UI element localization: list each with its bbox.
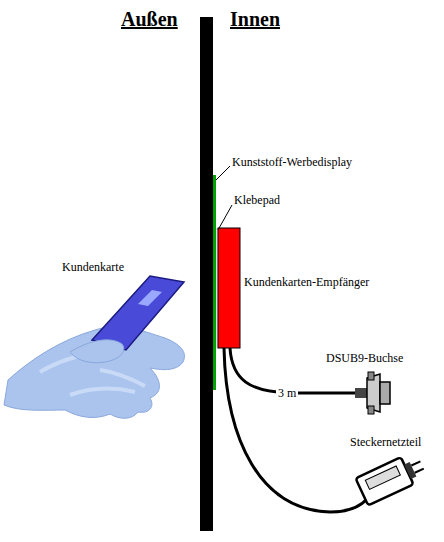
card-receiver — [218, 228, 240, 348]
dsub9-connector — [355, 372, 390, 414]
side-heading: Innen — [230, 8, 280, 30]
part-label: Kundenkarte — [62, 261, 124, 274]
power-cable — [224, 348, 368, 512]
part-label: Kundenkarten-Empfänger — [244, 276, 369, 289]
plastic-display — [213, 175, 216, 390]
part-label: DSUB9-Buchse — [326, 352, 403, 365]
leader-line — [218, 205, 232, 230]
part-label: Klebepad — [234, 194, 280, 207]
thumb — [70, 340, 124, 363]
side-heading: Außen — [121, 8, 178, 30]
leader-line — [216, 166, 230, 180]
part-label: Kunststoff-Werbedisplay — [232, 156, 352, 169]
plug-power-supply — [356, 450, 428, 505]
customer-card — [92, 276, 184, 350]
length-label: 3 m — [276, 387, 298, 400]
wall — [200, 17, 213, 531]
part-label: Steckernetzteil — [350, 436, 421, 449]
